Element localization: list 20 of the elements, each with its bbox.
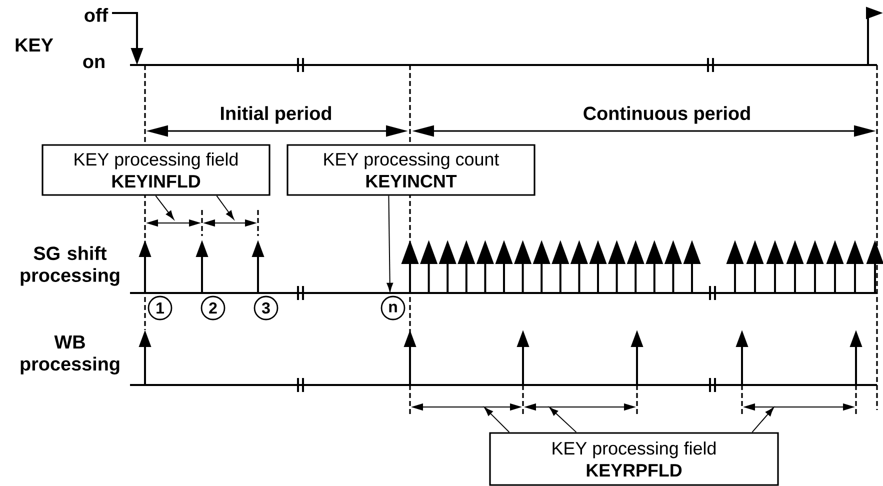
circled-number: 3	[254, 296, 278, 320]
text-box: KEY processing field KEYRPFLD	[489, 432, 779, 486]
leader-line	[484, 407, 510, 433]
signal-level-label: off	[84, 8, 108, 22]
leader-line	[752, 407, 774, 433]
leader-line	[549, 407, 577, 433]
signal-name: WB processing	[20, 336, 120, 374]
signal-name: SG shift processing	[20, 246, 120, 286]
period-label: Continuous period	[584, 106, 750, 124]
signal-name: KEY	[16, 38, 54, 52]
text-box: KEY processing count KEYINCNT	[286, 144, 536, 196]
text-box: KEY processing field KEYINFLD	[42, 144, 270, 196]
arrow	[386, 195, 394, 292]
leader-line	[155, 195, 174, 220]
circled-number: n	[380, 296, 406, 320]
leader-line	[216, 195, 234, 220]
signal-level-label: on	[83, 58, 104, 68]
period-label: Initial period	[221, 106, 332, 124]
circled-number: 1	[148, 296, 172, 320]
circled-number: 2	[200, 296, 226, 320]
